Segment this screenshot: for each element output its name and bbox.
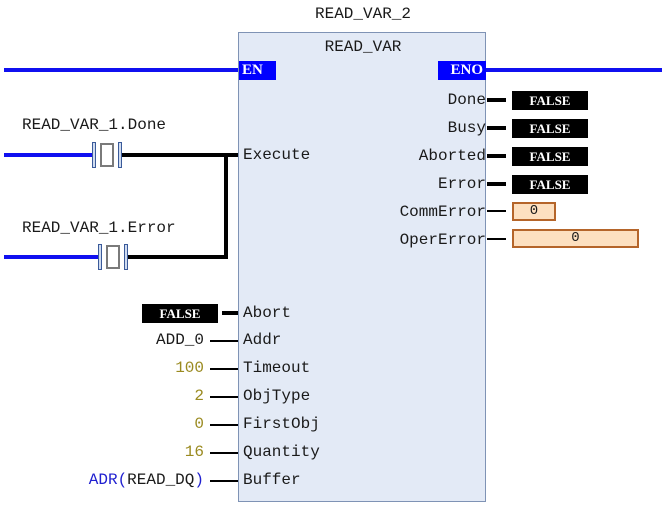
input-firstobj-label: FirstObj bbox=[243, 415, 320, 433]
contact-label-done: READ_VAR_1.Done bbox=[22, 116, 167, 134]
function-block-read-var[interactable] bbox=[238, 32, 486, 502]
contact-body-icon bbox=[100, 143, 114, 167]
output-aborted-value[interactable]: FALSE bbox=[512, 147, 588, 166]
input-abort-label: Abort bbox=[243, 304, 292, 322]
input-timeout-label: Timeout bbox=[243, 359, 311, 377]
power-rail-right bbox=[486, 68, 662, 72]
wire-firstobj bbox=[210, 424, 238, 426]
wire-buffer bbox=[210, 480, 238, 482]
eno-pin[interactable]: ENO bbox=[438, 61, 486, 80]
contact-bar-right-icon bbox=[118, 142, 122, 168]
wire-done bbox=[487, 98, 506, 102]
en-pin[interactable]: EN bbox=[239, 61, 276, 80]
input-addr-value[interactable]: ADD_0 bbox=[155, 331, 204, 349]
wire-contact1-in bbox=[4, 153, 94, 157]
input-objtype-label: ObjType bbox=[243, 387, 311, 405]
wire-timeout bbox=[210, 368, 238, 370]
wire-commerror bbox=[487, 210, 506, 212]
output-error-label: Error bbox=[437, 175, 486, 193]
wire-objtype bbox=[210, 396, 238, 398]
input-quantity-label: Quantity bbox=[243, 443, 320, 461]
contact-body-icon bbox=[106, 245, 120, 269]
wire-error bbox=[487, 182, 506, 186]
input-objtype-value[interactable]: 2 bbox=[194, 387, 204, 405]
wire-opererror bbox=[487, 238, 506, 240]
contact-bar-left-icon bbox=[98, 244, 102, 270]
input-addr-label: Addr bbox=[243, 331, 282, 349]
input-quantity-value[interactable]: 16 bbox=[184, 443, 204, 461]
wire-contact2-in bbox=[4, 255, 100, 259]
wire-addr bbox=[210, 340, 238, 342]
instance-name: READ_VAR_2 bbox=[314, 5, 411, 23]
contact-error[interactable] bbox=[98, 244, 130, 270]
input-execute-label: Execute bbox=[243, 146, 311, 164]
output-busy-value[interactable]: FALSE bbox=[512, 119, 588, 138]
input-timeout-value[interactable]: 100 bbox=[175, 359, 204, 377]
output-commerror-value[interactable]: 0 bbox=[512, 202, 556, 221]
output-aborted-label: Aborted bbox=[418, 147, 486, 165]
wire-busy bbox=[487, 126, 506, 130]
contact-label-error: READ_VAR_1.Error bbox=[22, 219, 176, 237]
adr-argument: READ_DQ bbox=[127, 471, 195, 489]
function-block-type: READ_VAR bbox=[324, 38, 402, 56]
output-error-value[interactable]: FALSE bbox=[512, 175, 588, 194]
output-busy-label: Busy bbox=[447, 119, 486, 137]
input-firstobj-value[interactable]: 0 bbox=[194, 415, 204, 433]
wire-contact2-out bbox=[128, 255, 228, 259]
output-opererror-label: OperError bbox=[399, 231, 486, 249]
contact-done[interactable] bbox=[92, 142, 124, 168]
wire-or-join bbox=[224, 153, 228, 259]
wire-aborted bbox=[487, 154, 506, 158]
wire-quantity bbox=[210, 452, 238, 454]
input-abort-value[interactable]: FALSE bbox=[142, 304, 218, 323]
wire-abort bbox=[222, 311, 238, 315]
output-opererror-value[interactable]: 0 bbox=[512, 229, 639, 248]
output-done-label: Done bbox=[447, 91, 486, 109]
input-buffer-label: Buffer bbox=[243, 471, 301, 489]
output-commerror-label: CommError bbox=[399, 203, 486, 221]
output-done-value[interactable]: FALSE bbox=[512, 91, 588, 110]
adr-function: ADR( bbox=[88, 471, 128, 489]
input-buffer-value[interactable]: ADR(READ_DQ) bbox=[89, 471, 204, 489]
wire-contact1-out bbox=[122, 153, 238, 157]
contact-bar-right-icon bbox=[124, 244, 128, 270]
power-rail-left bbox=[4, 68, 240, 72]
adr-close-paren: ) bbox=[194, 471, 204, 489]
contact-bar-left-icon bbox=[92, 142, 96, 168]
